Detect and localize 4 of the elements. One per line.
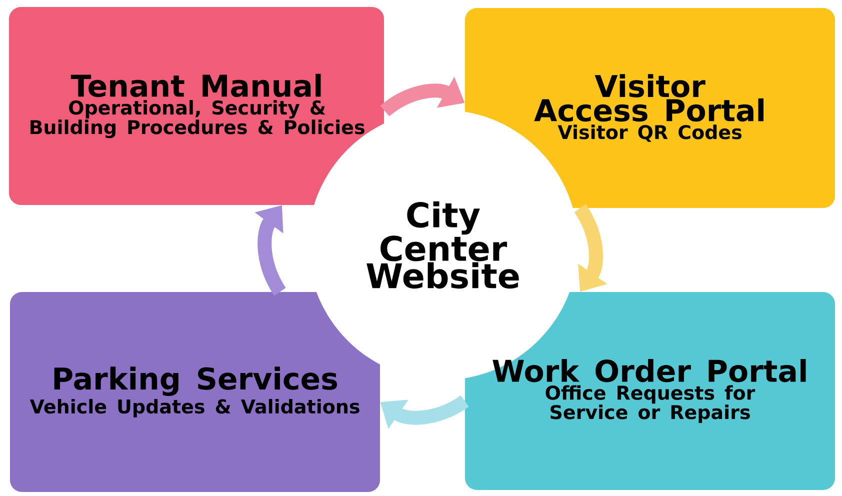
rounded-box: Tenant Manual Operational, Security & Building Procedures & Policies: [9, 7, 384, 205]
rounded-box: Work Order Portal Office Requests for Service or Repairs: [465, 292, 835, 490]
rounded-box: Parking Services Vehicle Updates & Validations: [10, 292, 380, 492]
rounded-box: Visitor Access Portal Visitor QR Codes: [465, 8, 835, 208]
